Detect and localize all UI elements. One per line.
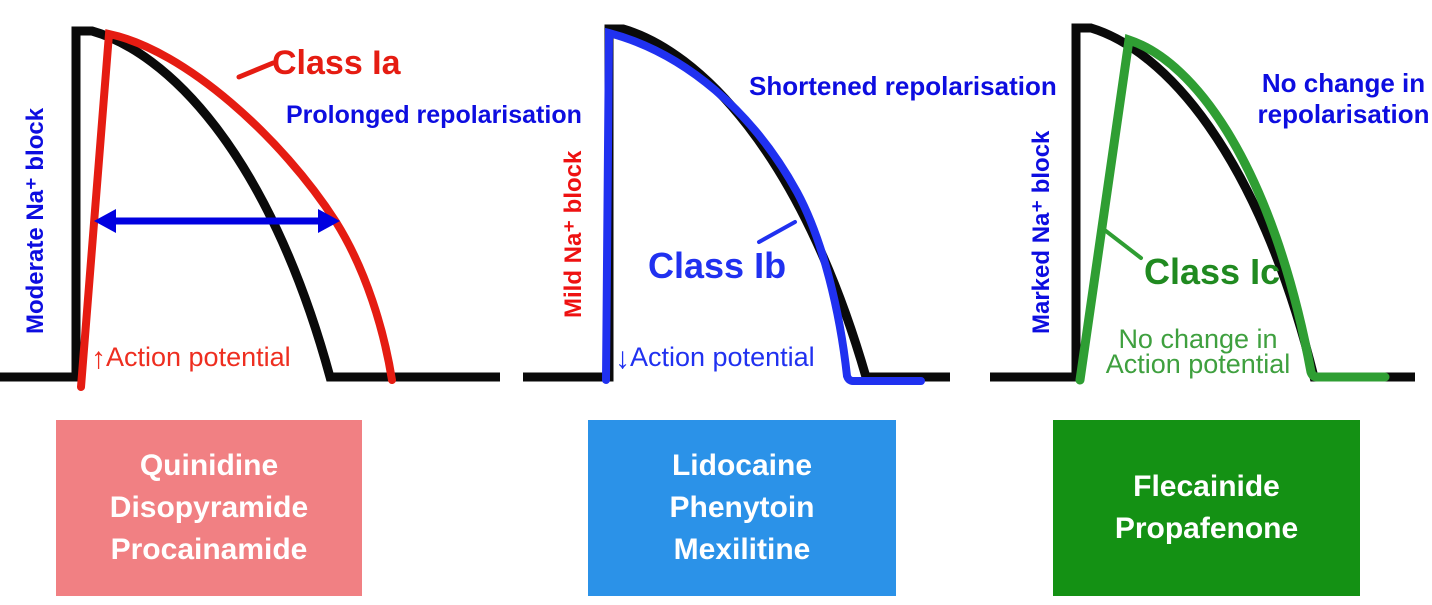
action-potential-text-1b: Action potential — [630, 342, 815, 372]
drug-name: Disopyramide — [109, 491, 309, 524]
action-potential-note-1a: ↑Action potential — [91, 342, 291, 374]
class-1c-curve — [1075, 34, 1390, 385]
class-1c-leader-line — [1100, 226, 1143, 260]
class-1b-curve — [602, 27, 925, 385]
arrow-head-left — [94, 209, 116, 233]
normal-ap-curve-1a — [0, 26, 500, 382]
class-1a-drug-box: Quinidine Disopyramide Procainamide — [56, 420, 362, 596]
class-1a-curve — [77, 29, 396, 391]
na-block-label-1a: Moderate Na⁺ block — [22, 107, 49, 334]
up-arrow-icon: ↑ — [91, 342, 106, 375]
class-1b-leader-line — [757, 220, 797, 244]
drug-name: Quinidine — [139, 449, 279, 482]
action-potential-note-1c-line1: No change in — [1118, 324, 1278, 354]
action-potential-note-1c-line2: Action potential — [1105, 349, 1291, 379]
drug-name: Flecainide — [1133, 470, 1280, 503]
repolarisation-note-1c: No change in repolarisation — [1255, 68, 1432, 130]
repolarisation-note-1b: Shortened repolarisation — [749, 71, 1057, 101]
class-1b-drug-box: Lidocaine Phenytoin Mexilitine — [588, 420, 896, 596]
down-arrow-icon: ↓ — [615, 342, 630, 375]
repolarisation-note-1c-line2: repolarisation — [1257, 99, 1430, 129]
class-1a-leader-line — [236, 60, 276, 80]
repolarisation-note-1c-line1: No change in — [1261, 68, 1426, 98]
drug-name: Mexilitine — [673, 533, 811, 566]
arrow-head-right — [318, 209, 340, 233]
class-1b-label: Class Ib — [648, 245, 787, 286]
drug-name: Procainamide — [110, 533, 308, 566]
repolarisation-note-1a: Prolonged repolarisation — [286, 101, 582, 129]
drug-name: Phenytoin — [669, 491, 815, 524]
action-potential-note-1c: No change in Action potential — [1092, 324, 1304, 379]
na-block-label-1c: Marked Na⁺ block — [1028, 130, 1055, 334]
na-block-label-1b: Mild Na⁺ block — [560, 150, 587, 318]
drug-name: Lidocaine — [671, 449, 813, 482]
class-1a-label: Class Ia — [272, 44, 401, 82]
action-potential-note-1b: ↓Action potential — [615, 342, 815, 374]
class-1c-label: Class Ic — [1144, 251, 1281, 292]
class-1c-drug-box: Flecainide Propafenone — [1053, 420, 1360, 596]
drug-name: Propafenone — [1114, 512, 1299, 545]
action-potential-text-1a: Action potential — [106, 342, 291, 372]
